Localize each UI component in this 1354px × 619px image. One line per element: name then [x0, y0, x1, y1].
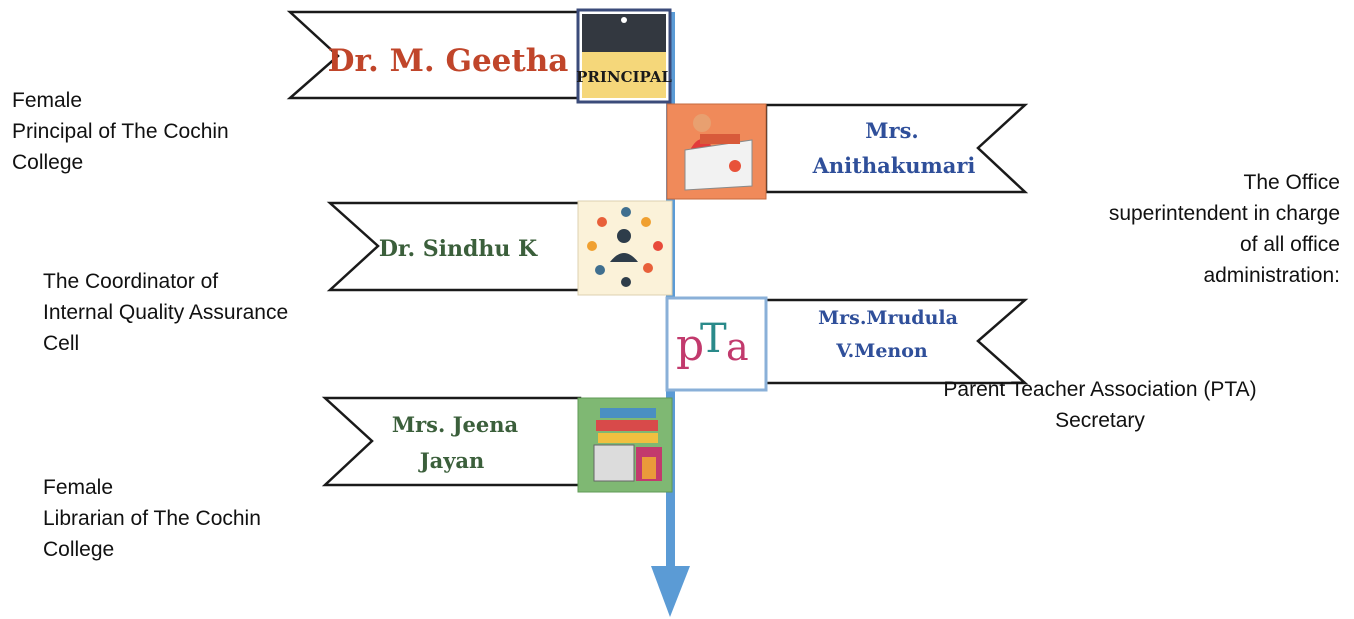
name-banner-5 [321, 396, 582, 487]
principal-badge-icon: PRINCIPAL [576, 8, 672, 104]
pta-logo-t: T [700, 316, 727, 362]
name-banner-3 [326, 201, 582, 292]
pta-logo-p: p [676, 320, 704, 371]
name-text-1: Dr. M. Geetha [328, 43, 569, 79]
description-5: Female Librarian of The Cochin College [43, 476, 261, 561]
pta-logo-icon: p T a [665, 296, 768, 392]
name-text-4a: Mrs.Mrudula [818, 307, 958, 329]
timeline-arrowhead [651, 566, 690, 617]
name-text-4b: V.Menon [835, 340, 928, 362]
description-2: The Office superintendent in charge of a… [1108, 171, 1340, 287]
name-text-5a: Mrs. Jeena [392, 412, 519, 437]
reception-desk-icon [666, 103, 767, 200]
name-text-5b: Jayan [418, 448, 485, 473]
description-4: Parent Teacher Association (PTA) Secreta… [943, 378, 1257, 432]
description-3: The Coordinator of Internal Quality Assu… [43, 270, 289, 355]
pta-logo-a: a [726, 325, 749, 369]
books-icon [577, 397, 673, 493]
name-text-2a: Mrs. [865, 118, 918, 143]
name-text-3: Dr. Sindhu K [379, 236, 538, 262]
network-people-icon [577, 200, 673, 296]
principal-badge-label: PRINCIPAL [576, 68, 672, 86]
name-banner-1 [286, 10, 582, 100]
description-1: Female Principal of The Cochin College [12, 89, 229, 174]
name-text-2b: Anithakumari [812, 153, 976, 178]
